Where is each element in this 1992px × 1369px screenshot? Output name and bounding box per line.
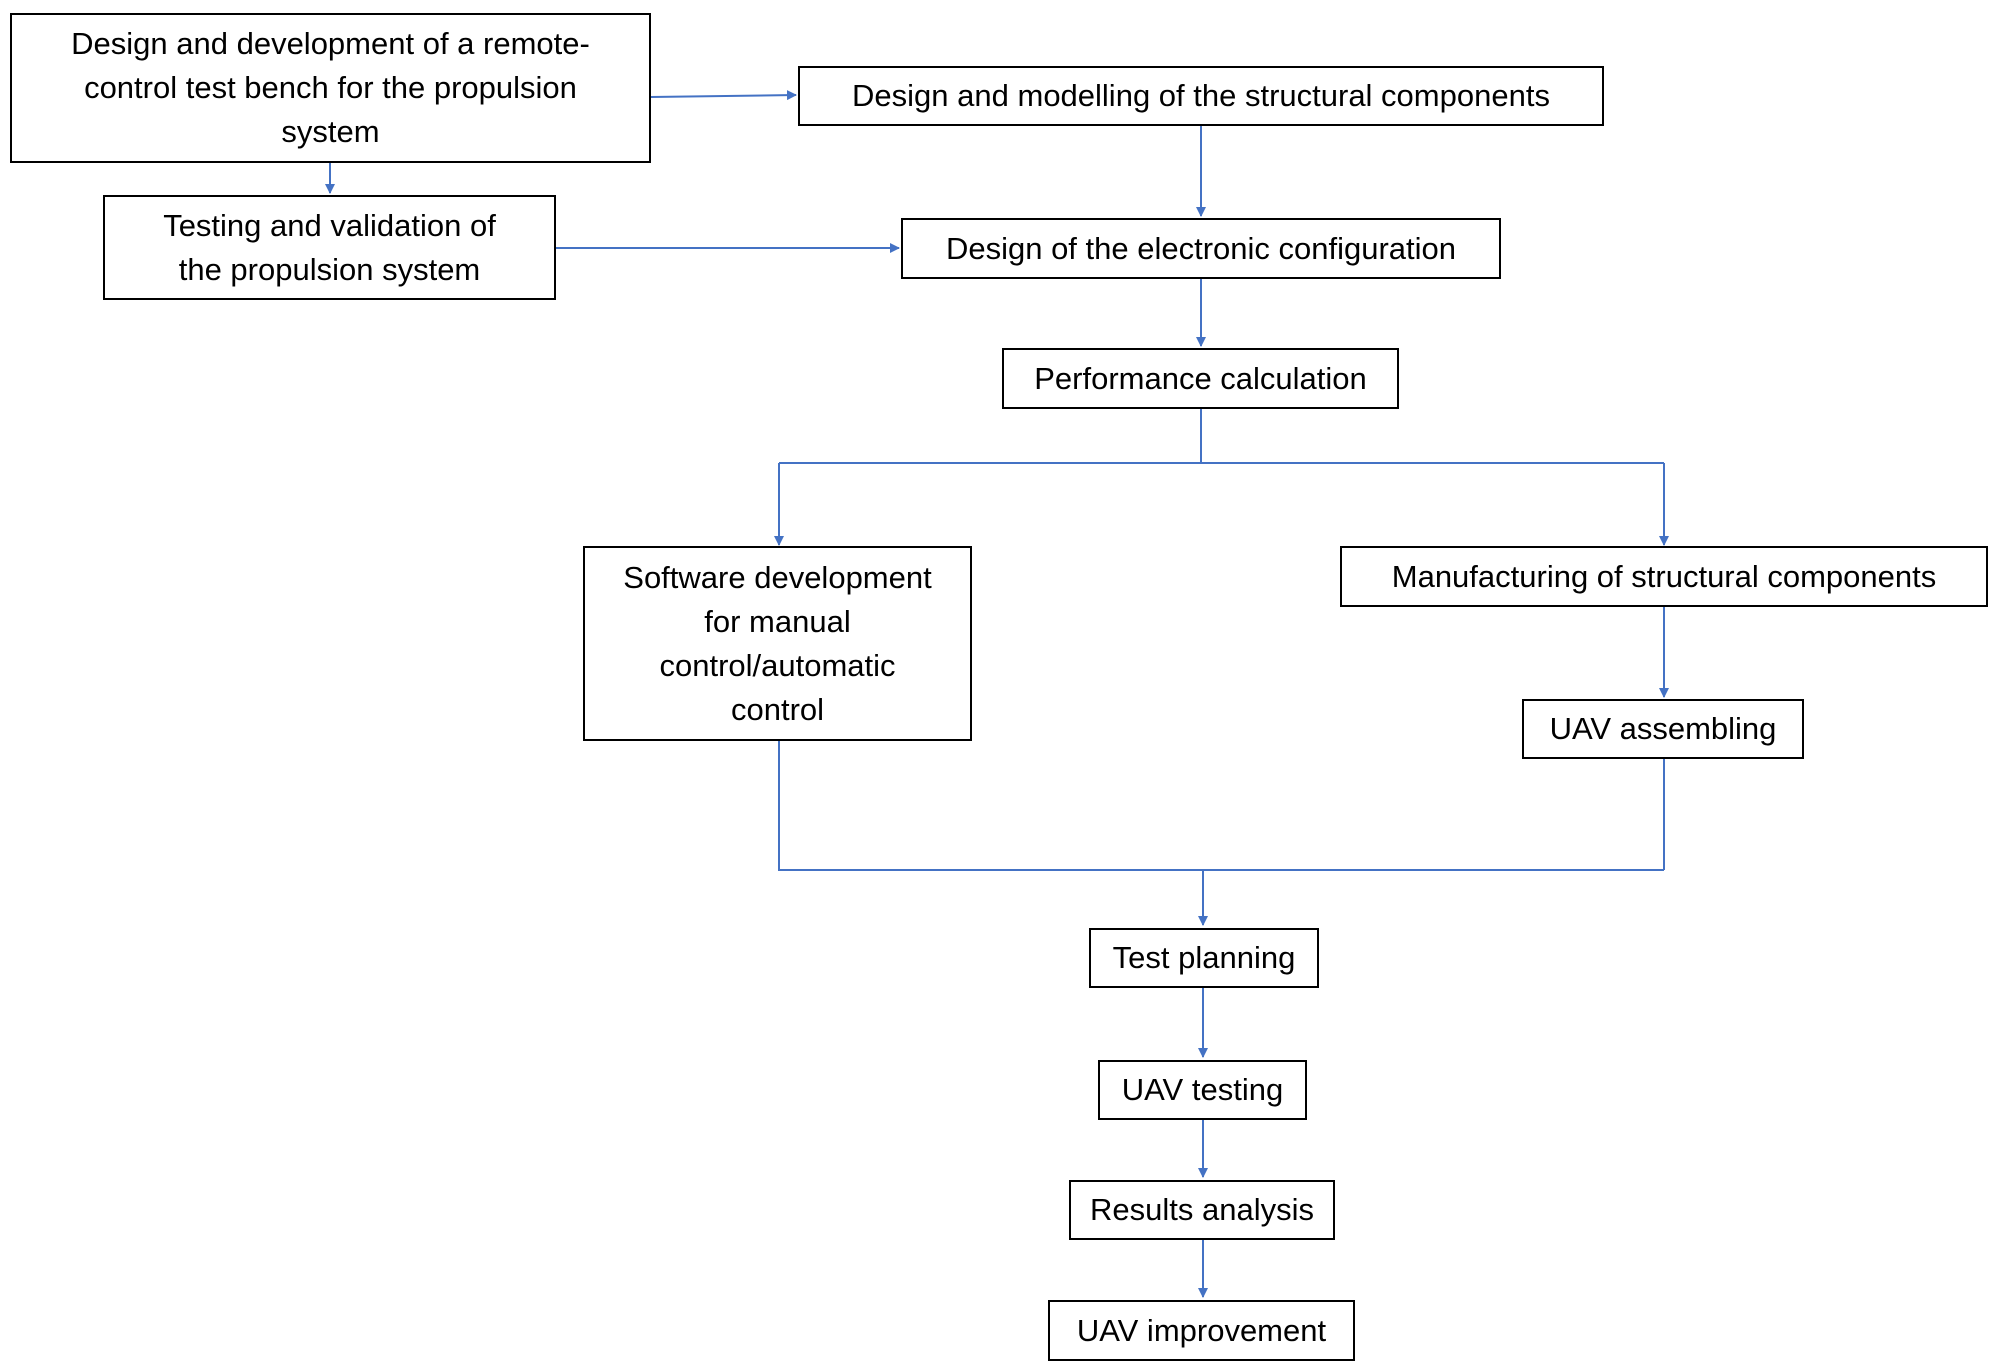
node-electronic-config: Design of the electronic configuration	[901, 218, 1501, 279]
node-test-planning-label: Test planning	[1112, 940, 1296, 975]
connector-performance-split	[779, 409, 1202, 464]
node-propulsion-testing-line-1: Testing and validation of	[163, 207, 496, 243]
node-structural-design-label: Design and modelling of the structural c…	[852, 78, 1550, 113]
node-uav-improvement-label: UAV improvement	[1076, 1312, 1327, 1348]
node-performance-calc-label: Performance calculation	[1034, 360, 1367, 396]
node-software-dev-line-3: control/automatic	[659, 647, 896, 683]
node-uav-testing: UAV testing	[1098, 1060, 1307, 1120]
node-remote-test-bench: Design and development of a remote- cont…	[10, 13, 651, 163]
node-uav-improvement: UAV improvement	[1048, 1300, 1355, 1361]
node-propulsion-testing-line-2: the propulsion system	[178, 251, 481, 287]
node-uav-assembling: UAV assembling	[1522, 699, 1804, 759]
node-software-dev-line-4: control	[730, 691, 825, 727]
node-results-analysis: Results analysis	[1069, 1180, 1335, 1240]
connector-software-merge	[778, 741, 1664, 871]
node-manufacturing-label: Manufacturing of structural components	[1391, 558, 1937, 594]
node-manufacturing: Manufacturing of structural components	[1340, 546, 1988, 607]
node-software-dev: Software development for manual control/…	[583, 546, 972, 741]
connector-bench-structural	[641, 90, 797, 103]
node-remote-test-bench-line-3: system	[281, 114, 380, 149]
node-software-dev-line-2: for manual	[704, 603, 851, 639]
node-software-dev-line-1: Software development	[623, 559, 932, 595]
node-uav-assembling-label: UAV assembling	[1549, 711, 1777, 746]
node-results-analysis-label: Results analysis	[1090, 1192, 1314, 1227]
node-remote-test-bench-line-1: Design and development of a remote-	[71, 26, 590, 61]
node-propulsion-testing: Testing and validation of the propulsion…	[103, 195, 556, 300]
node-remote-test-bench-line-2: control test bench for the propulsion	[84, 70, 577, 105]
node-electronic-config-label: Design of the electronic configuration	[945, 230, 1457, 266]
node-performance-calc: Performance calculation	[1002, 348, 1399, 409]
node-uav-testing-label: UAV testing	[1121, 1072, 1284, 1107]
node-test-planning: Test planning	[1089, 928, 1319, 988]
node-structural-design: Design and modelling of the structural c…	[798, 66, 1604, 126]
